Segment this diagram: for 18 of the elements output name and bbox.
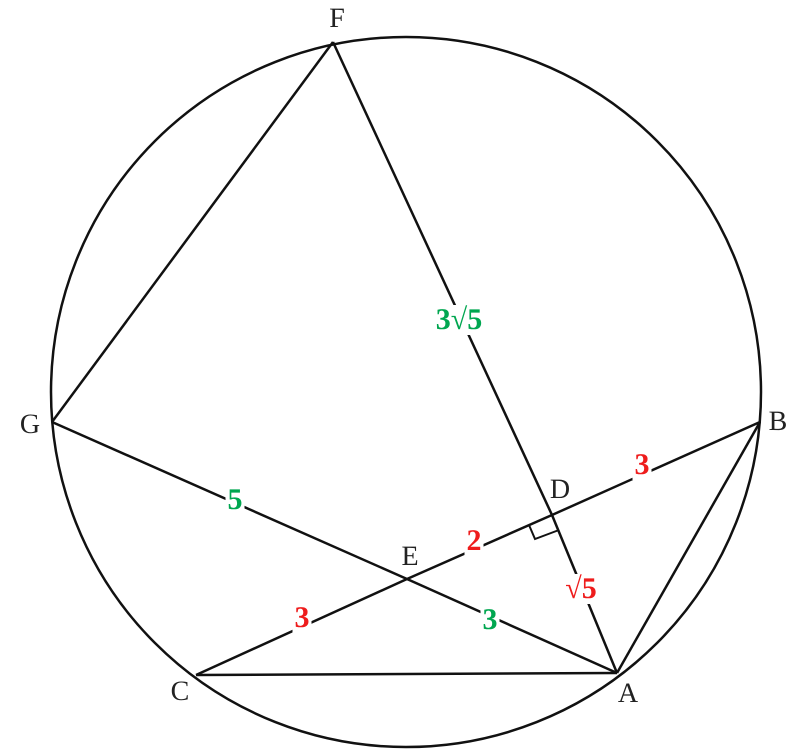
- line-segment: [406, 578, 618, 674]
- line-segment: [332, 41, 554, 516]
- point-label: F: [329, 5, 345, 33]
- line-segment: [195, 578, 408, 676]
- line-segment: [616, 421, 762, 674]
- point-label: A: [618, 680, 638, 708]
- point-label: D: [550, 476, 570, 504]
- point-label: B: [768, 408, 788, 436]
- point-label: G: [20, 411, 40, 439]
- point-label: C: [170, 678, 190, 706]
- line-segment: [406, 514, 552, 580]
- line-segment: [51, 41, 334, 423]
- point-label: E: [401, 543, 419, 571]
- line-segment: [196, 672, 617, 676]
- line-segment: [52, 420, 408, 580]
- length-label: 3√5: [434, 305, 484, 335]
- line-segment: [551, 420, 761, 516]
- length-label: √5: [563, 574, 599, 604]
